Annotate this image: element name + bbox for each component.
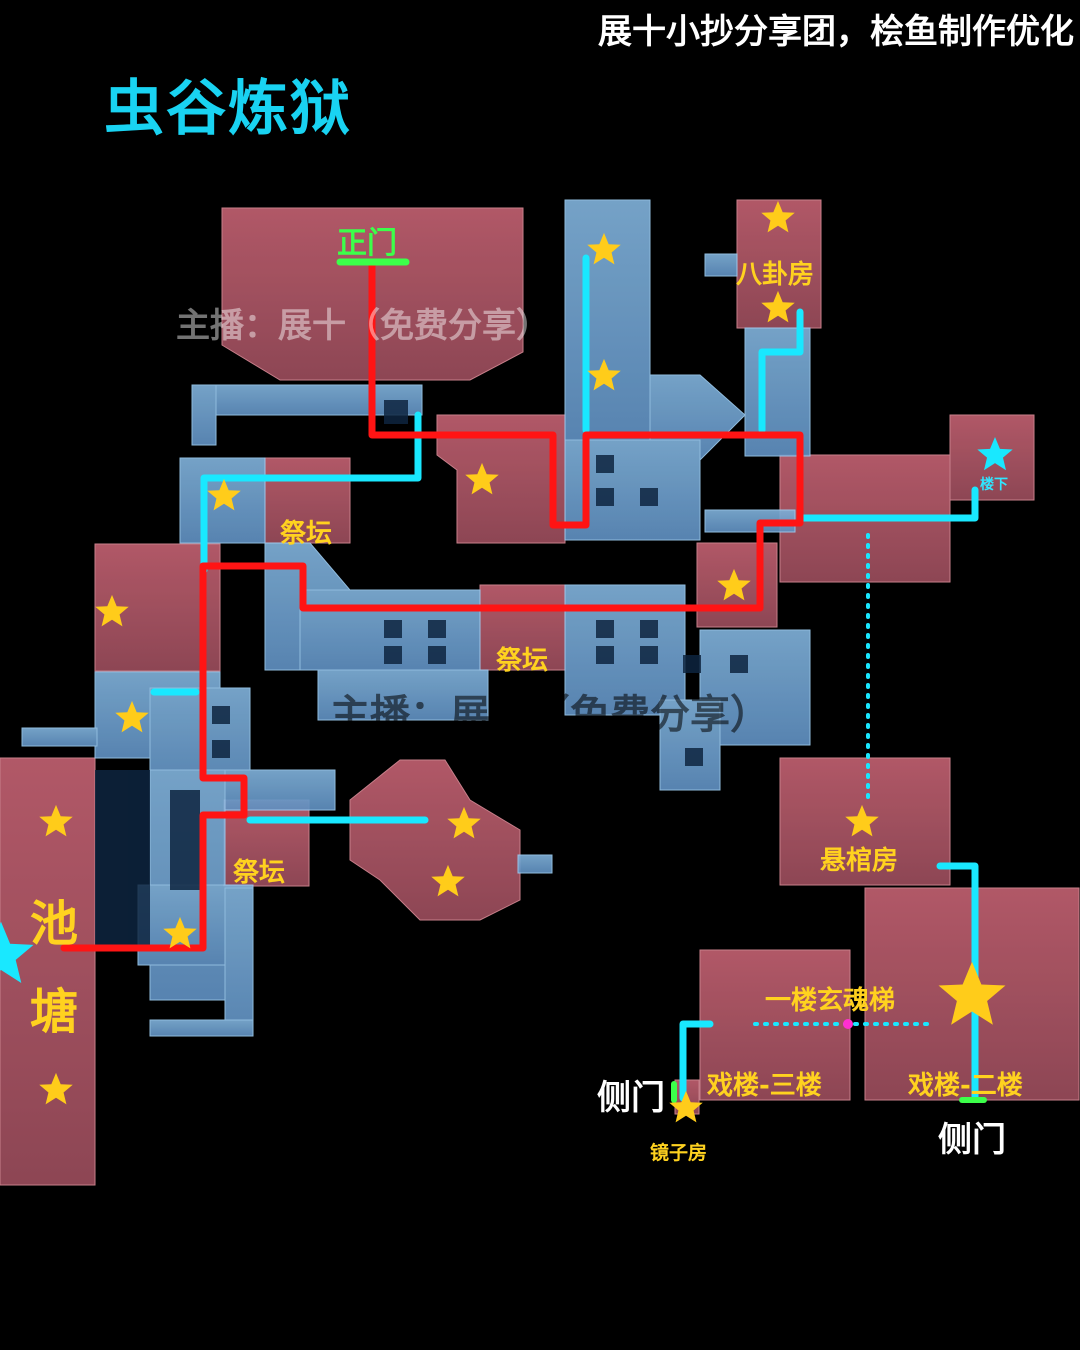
label-pond-2: 塘 bbox=[30, 984, 79, 1040]
map-title: 虫谷炼狱 bbox=[104, 74, 352, 144]
label-side-door-right: 侧门 bbox=[938, 1120, 1006, 1160]
label-side-door-left: 侧门 bbox=[597, 1078, 665, 1118]
label-pond-1: 池 bbox=[30, 896, 79, 952]
label-mirror-room: 镜子房 bbox=[650, 1142, 708, 1164]
watermark-top: 主播：展十（免费分享） bbox=[176, 306, 550, 346]
label-theater-3f: 戏楼-三楼 bbox=[707, 1071, 822, 1101]
label-altar-low: 祭坛 bbox=[233, 858, 286, 888]
credit-text: 展十小抄分享团，桧鱼制作优化 bbox=[598, 12, 1074, 52]
label-bagua-room: 八卦房 bbox=[736, 260, 815, 290]
label-main-gate: 正门 bbox=[337, 226, 397, 261]
dark-cells bbox=[95, 400, 748, 950]
label-altar-top: 祭坛 bbox=[280, 519, 333, 549]
star-room bbox=[349, 759, 521, 921]
label-altar-mid: 祭坛 bbox=[496, 646, 549, 676]
altar-mid-room bbox=[479, 584, 566, 671]
watermark-center: 主播：展十（免费分享） bbox=[330, 692, 770, 738]
main-route bbox=[60, 258, 804, 952]
label-downstairs: 楼下 bbox=[980, 477, 1008, 493]
red-rooms bbox=[0, 199, 1080, 1186]
label-soul-stairs: 一楼玄魂梯 bbox=[765, 986, 896, 1016]
cyan-routes bbox=[150, 254, 979, 1102]
pond bbox=[0, 757, 96, 1186]
label-theater-2f: 戏楼-二楼 bbox=[908, 1071, 1023, 1101]
stair-marker bbox=[843, 1019, 853, 1029]
label-coffin-room: 悬棺房 bbox=[820, 846, 899, 876]
